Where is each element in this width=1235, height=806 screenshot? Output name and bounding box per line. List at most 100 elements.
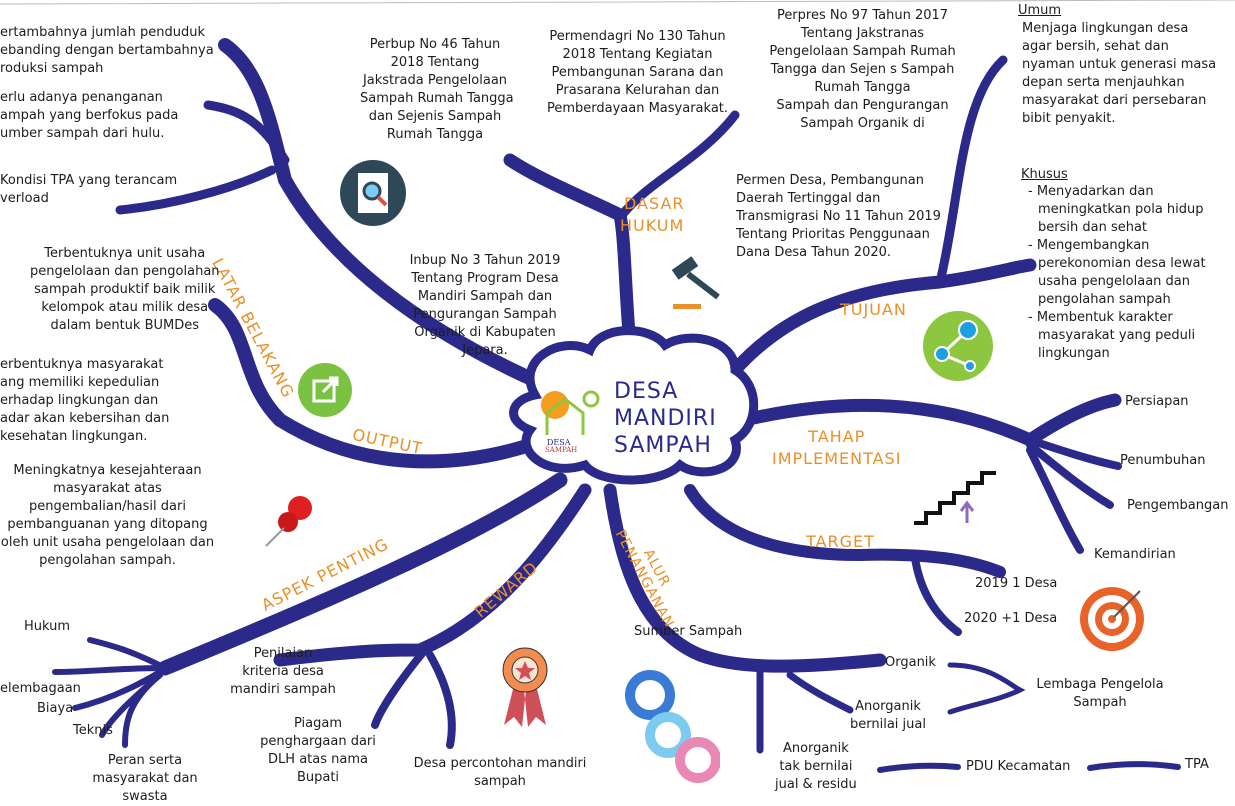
branch-alur-penanganan [603,483,887,673]
text-line: Desa percontohan mandiri [413,756,587,771]
text-line: verload [0,191,49,206]
text-line: bernilai jual [850,717,926,732]
text-line: Kondisi TPA yang terancam [0,173,178,188]
stairs-arrow-icon [912,465,1002,531]
aspek-item-kelembagaan: elembagaan [0,681,81,696]
tujuan-umum-heading: Umum [1018,3,1062,18]
alur-organik: Organik [885,655,936,670]
text-line: Mandiri Sampah dan [417,289,553,304]
external-link-icon [297,362,353,422]
text-line: Rumah Tangga [386,127,484,142]
dasar-hukum-permendagri: Permendagri No 130 Tahun 2018 Tentang Keg… [540,28,735,118]
text-line: tak bernilai [779,759,853,774]
text-line: Menjaga lingkungan desa [1022,21,1189,36]
text-line: sampah [474,774,526,789]
branch-target [684,484,1006,578]
text-line: usaha pengelolaan dan [1038,274,1190,289]
share-network-icon [922,310,994,386]
text-line: Permendagri No 130 Tahun [549,29,726,44]
gavel-icon [668,252,728,316]
svg-text:DESA: DESA [547,438,571,447]
text-line: dan Sejenis Sampah [368,109,502,124]
text-line: depan serta menjauhkan [1022,75,1185,90]
text-line: ertambahnya jumlah penduduk [0,25,206,40]
text-line: ang memiliki kepedulian [0,375,160,390]
text-line: - Mengembangkan [1028,238,1150,253]
label-line: DASAR [624,194,685,213]
text-line: Peran serta [107,753,183,768]
text-line: Pengurangan Sampah [413,307,557,322]
text-line: Tentang Jakstranas [800,26,925,41]
text-line: Sampah Organik di [800,116,925,131]
text-line: Prasarana Kelurahan dan [555,83,720,98]
latar-item: Kondisi TPA yang terancam verload [0,172,177,208]
text-line: Rumah Tangga [814,80,911,95]
aspek-item-biaya: Biaya [37,701,74,716]
text-line: Terbentuknya unit usaha [44,246,206,261]
text-line: dalam bentuk BUMDes [50,318,200,333]
award-ribbon-icon [500,645,550,734]
tahap-kemandirian: Kemandirian [1094,547,1176,562]
text-line: erhadap lingkungan dan [0,393,159,408]
branch-latar-belakang [218,38,552,392]
text-line: roduksi sampah [0,61,104,76]
text-line: pengolahan sampah. [39,553,176,568]
text-line: Tangga dan Sejen s Sampah [770,62,955,77]
text-line: Daerah Tertinggal dan [736,191,881,206]
text-line: Meningkatnya kesejahteraan [13,463,202,478]
text-line: pengembalian/hasil dari [29,499,186,514]
text-line: kelompok atau milik desa [41,300,209,315]
text-line: bibit penyakit. [1022,111,1116,126]
text-line: Jepara. [462,343,508,358]
recycle-arrows-icon [620,665,721,789]
alur-pdu-kecamatan: PDU Kecamatan [966,759,1071,774]
text-line: perekonomian desa lewat [1038,256,1206,271]
text-line: mandiri sampah [230,682,336,697]
aspek-item-hukum: Hukum [24,619,71,634]
text-line: Permen Desa, Pembangunan [736,173,924,188]
text-line: Tentang Prioritas Penggunaan [736,227,930,242]
text-line: swasta [122,789,168,804]
text-line: oleh unit usaha pengelolaan dan [0,535,215,550]
text-line: Anorganik [782,741,849,756]
text-line: DLH atas nama [268,752,368,767]
text-line: masyarakat dan [92,771,198,786]
title-line: SAMPAH [614,433,712,458]
text-line: Penilaian [253,646,313,661]
tujuan-khusus-heading: Khusus [1021,167,1068,182]
text-line: Pengelolaan Sampah Rumah [769,44,956,59]
text-line: 2018 Tentang Kegiatan [562,47,713,62]
text-line: Organik di Kabupaten [414,325,556,340]
text-line: masyarakat atas [53,481,162,496]
text-line: - Membentuk karakter [1028,310,1173,325]
text-line: ampah yang berfokus pada [0,108,179,123]
tahap-pengembangan: Pengembangan [1127,498,1229,513]
text-line: pengolahan sampah [1038,292,1171,307]
label-target: TARGET [806,532,875,551]
text-line: Bupati [296,770,340,785]
text-line: agar bersih, sehat dan [1022,39,1169,54]
target-2019: 2019 1 Desa [975,576,1058,591]
pushpin-icon [262,490,322,554]
branch-output [208,298,537,469]
text-line: masyarakat dari persebaran [1022,93,1207,108]
text-line: Lembaga Pengelola [1036,677,1164,692]
tahap-penumbuhan: Penumbuhan [1120,453,1206,468]
text-line: Piagam [293,716,342,731]
